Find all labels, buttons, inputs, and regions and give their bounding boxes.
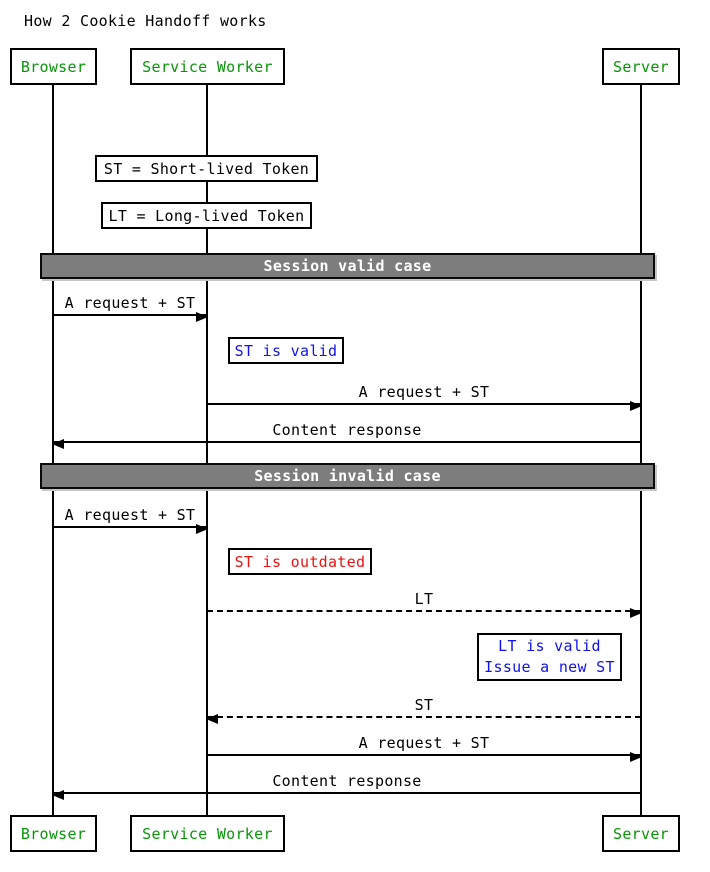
note-lt-valid: LT is valid Issue a new ST (477, 633, 622, 681)
note-line: Issue a new ST (484, 658, 615, 676)
message-content-response-1: Content response (52, 421, 641, 449)
arrowhead-left-icon (52, 790, 64, 800)
message-arrow (52, 439, 641, 449)
divider-label: Session invalid case (254, 467, 441, 485)
arrowhead-right-icon (196, 524, 208, 534)
actor-box-browser-bottom: Browser (10, 815, 97, 852)
note-lt-definition: LT = Long-lived Token (101, 202, 312, 229)
message-request-st-2: A request + ST (207, 383, 642, 411)
note-line: LT is valid (498, 637, 601, 655)
diagram-title: How 2 Cookie Handoff works (24, 12, 267, 30)
arrowhead-right-icon (630, 608, 642, 618)
message-label: Content response (272, 772, 422, 790)
divider-session-invalid: Session invalid case (40, 463, 655, 489)
note-st-definition: ST = Short-lived Token (95, 155, 318, 182)
message-arrow (52, 790, 641, 800)
arrowhead-right-icon (196, 312, 208, 322)
message-arrow (53, 312, 208, 322)
arrowhead-left-icon (206, 714, 218, 724)
message-arrow (207, 752, 642, 762)
arrowhead-right-icon (630, 752, 642, 762)
message-label: A request + ST (64, 294, 196, 312)
message-st-return: ST (206, 696, 641, 724)
message-label: ST (414, 696, 434, 714)
actor-box-server-bottom: Server (602, 815, 680, 852)
actor-box-service-worker-bottom: Service Worker (130, 815, 285, 852)
message-label: Content response (272, 421, 422, 439)
actor-box-browser-top: Browser (10, 48, 97, 85)
message-request-st-4: A request + ST (207, 734, 642, 762)
message-label: A request + ST (64, 506, 196, 524)
message-arrow (207, 401, 642, 411)
message-lt: LT (207, 590, 642, 618)
divider-label: Session valid case (263, 257, 432, 275)
lifeline-browser (52, 84, 54, 816)
message-request-st-3: A request + ST (53, 506, 208, 534)
message-arrow (53, 524, 208, 534)
note-st-outdated: ST is outdated (228, 548, 372, 575)
actor-label: Service Worker (142, 824, 273, 843)
actor-label: Server (613, 824, 669, 843)
message-label: LT (414, 590, 434, 608)
divider-session-valid: Session valid case (40, 253, 655, 279)
message-label: A request + ST (358, 734, 490, 752)
lifeline-server (640, 84, 642, 816)
lifeline-service-worker (206, 84, 208, 816)
message-arrow-dashed (206, 714, 641, 724)
message-label: A request + ST (358, 383, 490, 401)
actor-label: Browser (20, 824, 87, 843)
message-request-st-1: A request + ST (53, 294, 208, 322)
arrowhead-left-icon (52, 439, 64, 449)
arrowhead-right-icon (630, 401, 642, 411)
actor-label: Server (613, 57, 669, 76)
message-content-response-2: Content response (52, 772, 641, 800)
note-st-valid: ST is valid (228, 337, 344, 364)
actor-label: Service Worker (142, 57, 273, 76)
message-arrow-dashed (207, 608, 642, 618)
actor-box-server-top: Server (602, 48, 680, 85)
actor-label: Browser (20, 57, 87, 76)
actor-box-service-worker-top: Service Worker (130, 48, 285, 85)
